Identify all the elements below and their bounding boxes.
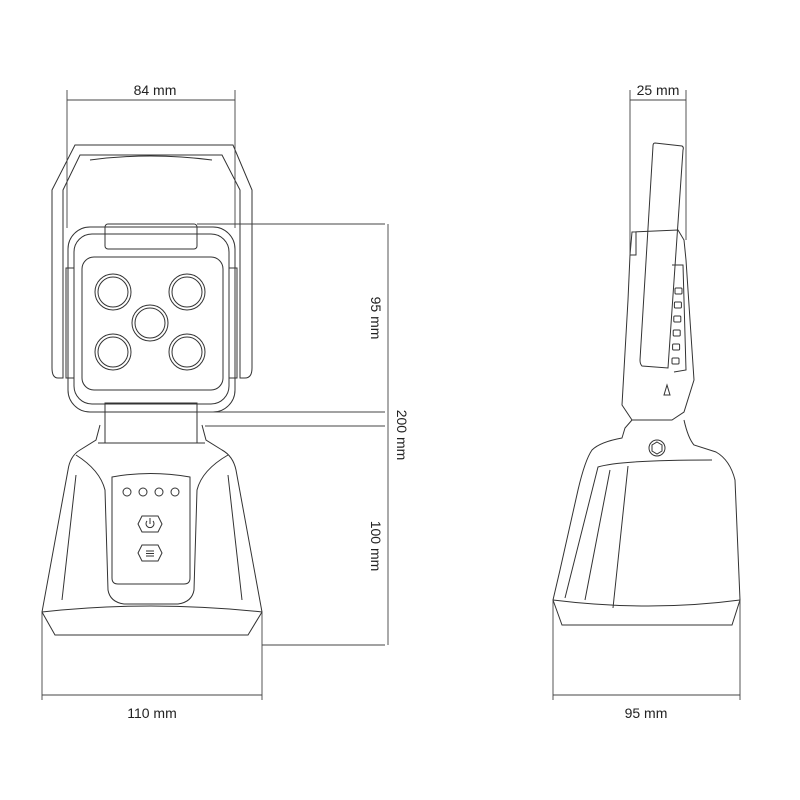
led-lens — [97, 336, 129, 368]
indicator-light — [154, 487, 164, 497]
mode-button[interactable] — [137, 544, 163, 562]
side-clip-left — [65, 267, 75, 379]
vent-slot — [671, 357, 680, 365]
vent-slot — [672, 343, 681, 351]
led-face — [81, 256, 224, 391]
bracket-rail — [672, 264, 687, 373]
dim-head-depth: 25 mm — [637, 82, 680, 98]
hex-icon — [651, 441, 663, 455]
dim-total-height: 200 mm — [394, 410, 410, 461]
vent-slot — [673, 301, 682, 309]
dim-base-depth: 95 mm — [625, 705, 668, 721]
power-icon — [145, 518, 155, 529]
led — [168, 273, 206, 311]
side-dimensions: 25 mm 95 mm — [552, 82, 741, 721]
head-top-ridge — [89, 155, 213, 161]
side-view — [552, 142, 741, 626]
led-group — [94, 273, 206, 371]
led-lens — [171, 276, 203, 308]
led — [94, 273, 132, 311]
lamp-head — [67, 226, 236, 413]
front-view — [41, 144, 263, 636]
indicator-light — [122, 487, 132, 497]
handle — [51, 144, 253, 379]
power-button[interactable] — [137, 515, 163, 533]
indicator-light — [138, 487, 148, 497]
vent-slot — [673, 315, 682, 323]
dim-base-width: 110 mm — [127, 705, 177, 721]
side-slots — [671, 287, 683, 365]
hinge-bolt — [648, 439, 666, 457]
menu-icon — [146, 550, 154, 557]
indicator-light — [170, 487, 180, 497]
control-panel — [111, 473, 191, 585]
lamp-head-inner — [73, 233, 230, 405]
led-lens — [97, 276, 129, 308]
side-base — [552, 419, 741, 626]
dim-head-width: 84 mm — [134, 82, 177, 98]
dim-head-height: 95 mm — [368, 297, 384, 340]
led — [131, 304, 169, 342]
head-bracket — [621, 229, 695, 421]
side-clip-right — [228, 267, 238, 379]
vent-slot — [672, 329, 681, 337]
bracket-detail — [630, 232, 637, 256]
led — [94, 333, 132, 371]
head-panel — [639, 142, 684, 369]
battery-indicators — [122, 487, 180, 497]
led-lens — [171, 336, 203, 368]
base — [41, 424, 263, 636]
head-tab — [104, 223, 198, 250]
base-side-lines — [61, 474, 243, 601]
base-band — [41, 605, 263, 613]
base-collar — [75, 442, 229, 605]
front-dimensions: 84 mm 95 mm 200 mm 100 mm 110 mm — [41, 82, 410, 721]
led — [168, 333, 206, 371]
led-lens — [134, 307, 166, 339]
latch — [663, 383, 671, 396]
neck — [104, 402, 198, 444]
side-base-details — [552, 459, 741, 609]
vent-slot — [674, 287, 683, 295]
dim-base-height: 100 mm — [368, 521, 384, 572]
